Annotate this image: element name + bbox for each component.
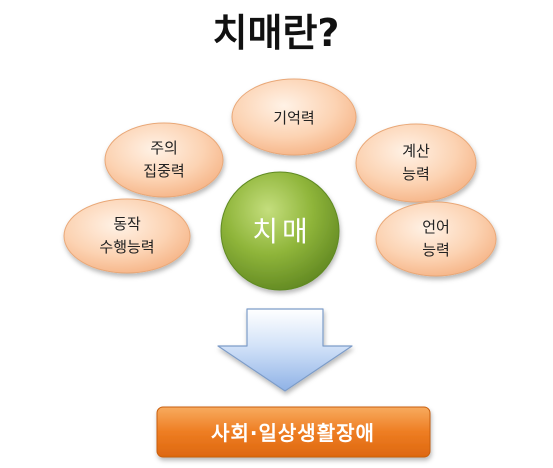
- page-title: 치매란?: [213, 11, 340, 55]
- ability-label-calculation-line1: 계산: [402, 142, 430, 160]
- ability-label-memory: 기억력: [273, 109, 314, 127]
- ability-label-language-line2: 능력: [422, 241, 450, 259]
- down-arrow-icon: [217, 308, 353, 392]
- ability-label-attention-line2: 집중력: [143, 162, 184, 180]
- ability-label-motor-line2: 수행능력: [99, 238, 154, 256]
- ability-label-language-line1: 언어: [422, 218, 450, 236]
- center-label: 치매: [252, 215, 312, 248]
- ability-label-attention-line1: 주의: [150, 139, 178, 157]
- ability-petal-motor: [63, 198, 191, 274]
- ability-label-calculation-line2: 능력: [402, 165, 430, 183]
- result-label: 사회·일상생활장애: [211, 421, 375, 445]
- ability-petal-memory: [231, 78, 357, 156]
- ability-petal-calculation: [355, 123, 477, 203]
- ability-label-motor-line1: 동작: [113, 215, 141, 233]
- ability-petal-attention: [104, 122, 224, 198]
- center-circle: [220, 171, 340, 291]
- ability-petal-language: [375, 201, 497, 277]
- result-box: [156, 406, 431, 458]
